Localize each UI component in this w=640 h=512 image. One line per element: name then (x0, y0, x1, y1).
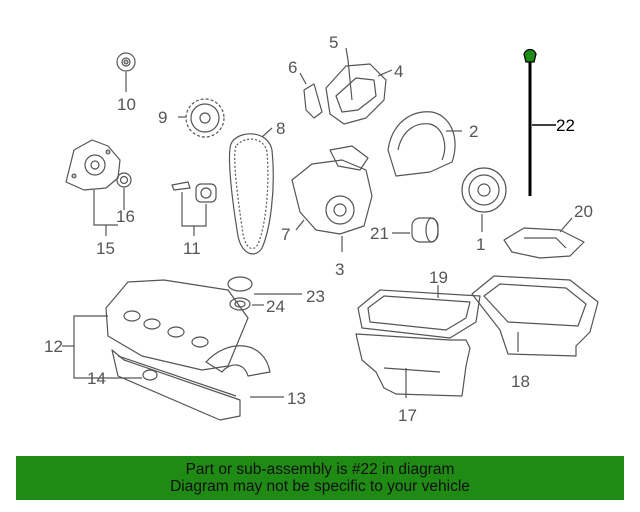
callout-24: 24 (266, 297, 285, 316)
callout-11: 11 (183, 239, 201, 258)
part-info-banner: Part or sub-assembly is #22 in diagram D… (16, 456, 624, 500)
part-7-water-pump[interactable] (291, 145, 373, 235)
callout-20: 20 (574, 202, 593, 221)
callout-7: 7 (281, 225, 290, 244)
callout-15: 15 (96, 239, 115, 258)
callout-16: 16 (116, 207, 135, 226)
part-11-belt-tensioner[interactable] (171, 181, 217, 203)
callout-2: 2 (469, 122, 478, 141)
part-17-oil-pan[interactable] (355, 333, 471, 397)
part-21-oil-filter[interactable] (411, 217, 439, 243)
part-22-oil-dipstick[interactable] (523, 48, 537, 197)
callout-22: 22 (556, 116, 575, 135)
callout-6: 6 (288, 58, 297, 77)
part-16-oil-seal[interactable] (116, 172, 132, 188)
callout-9: 9 (158, 108, 167, 127)
part-8-timing-belt[interactable] (228, 133, 274, 255)
banner-line-part: Part or sub-assembly is #22 in diagram (185, 461, 455, 478)
callout-13: 13 (287, 389, 306, 408)
callout-5: 5 (329, 33, 338, 52)
callout-8: 8 (276, 119, 285, 138)
callout-21: 21 (370, 224, 389, 243)
part-12-cylinder-head-cover[interactable] (105, 279, 271, 377)
callout-10: 10 (117, 95, 136, 114)
banner-line-disclaimer: Diagram may not be specific to your vehi… (170, 478, 470, 495)
part-14-seal[interactable] (142, 369, 158, 381)
callout-17: 17 (398, 406, 417, 425)
part-15-oil-pump[interactable] (65, 139, 121, 191)
callout-1: 1 (476, 235, 485, 254)
callout-3: 3 (335, 260, 344, 279)
part-20-oil-baffle[interactable] (503, 227, 585, 259)
callout-14: 14 (87, 369, 106, 388)
part-10-small-pulley[interactable] (116, 52, 136, 72)
engine-parts-diagram: 10 9 16 15 11 8 6 (44, 33, 599, 425)
part-18-lower-oil-pan[interactable] (471, 275, 599, 357)
part-9-timing-pulley[interactable] (185, 98, 225, 138)
callout-12: 12 (44, 337, 63, 356)
part-19-oil-pan-gasket[interactable] (357, 289, 481, 339)
callout-4: 4 (394, 62, 403, 81)
callout-19: 19 (429, 268, 448, 287)
part-6-bracket[interactable] (303, 83, 323, 119)
part-13-head-cover-gasket[interactable] (111, 349, 241, 421)
part-4-upper-timing-cover[interactable] (325, 63, 387, 125)
part-1-crankshaft-pulley[interactable] (461, 167, 507, 213)
callout-23: 23 (306, 287, 325, 306)
callout-18: 18 (511, 372, 530, 391)
part-2-lower-timing-cover[interactable] (387, 111, 456, 177)
part-24-oil-filler-cap[interactable] (227, 276, 253, 311)
part-5-gasket[interactable] (347, 59, 353, 101)
